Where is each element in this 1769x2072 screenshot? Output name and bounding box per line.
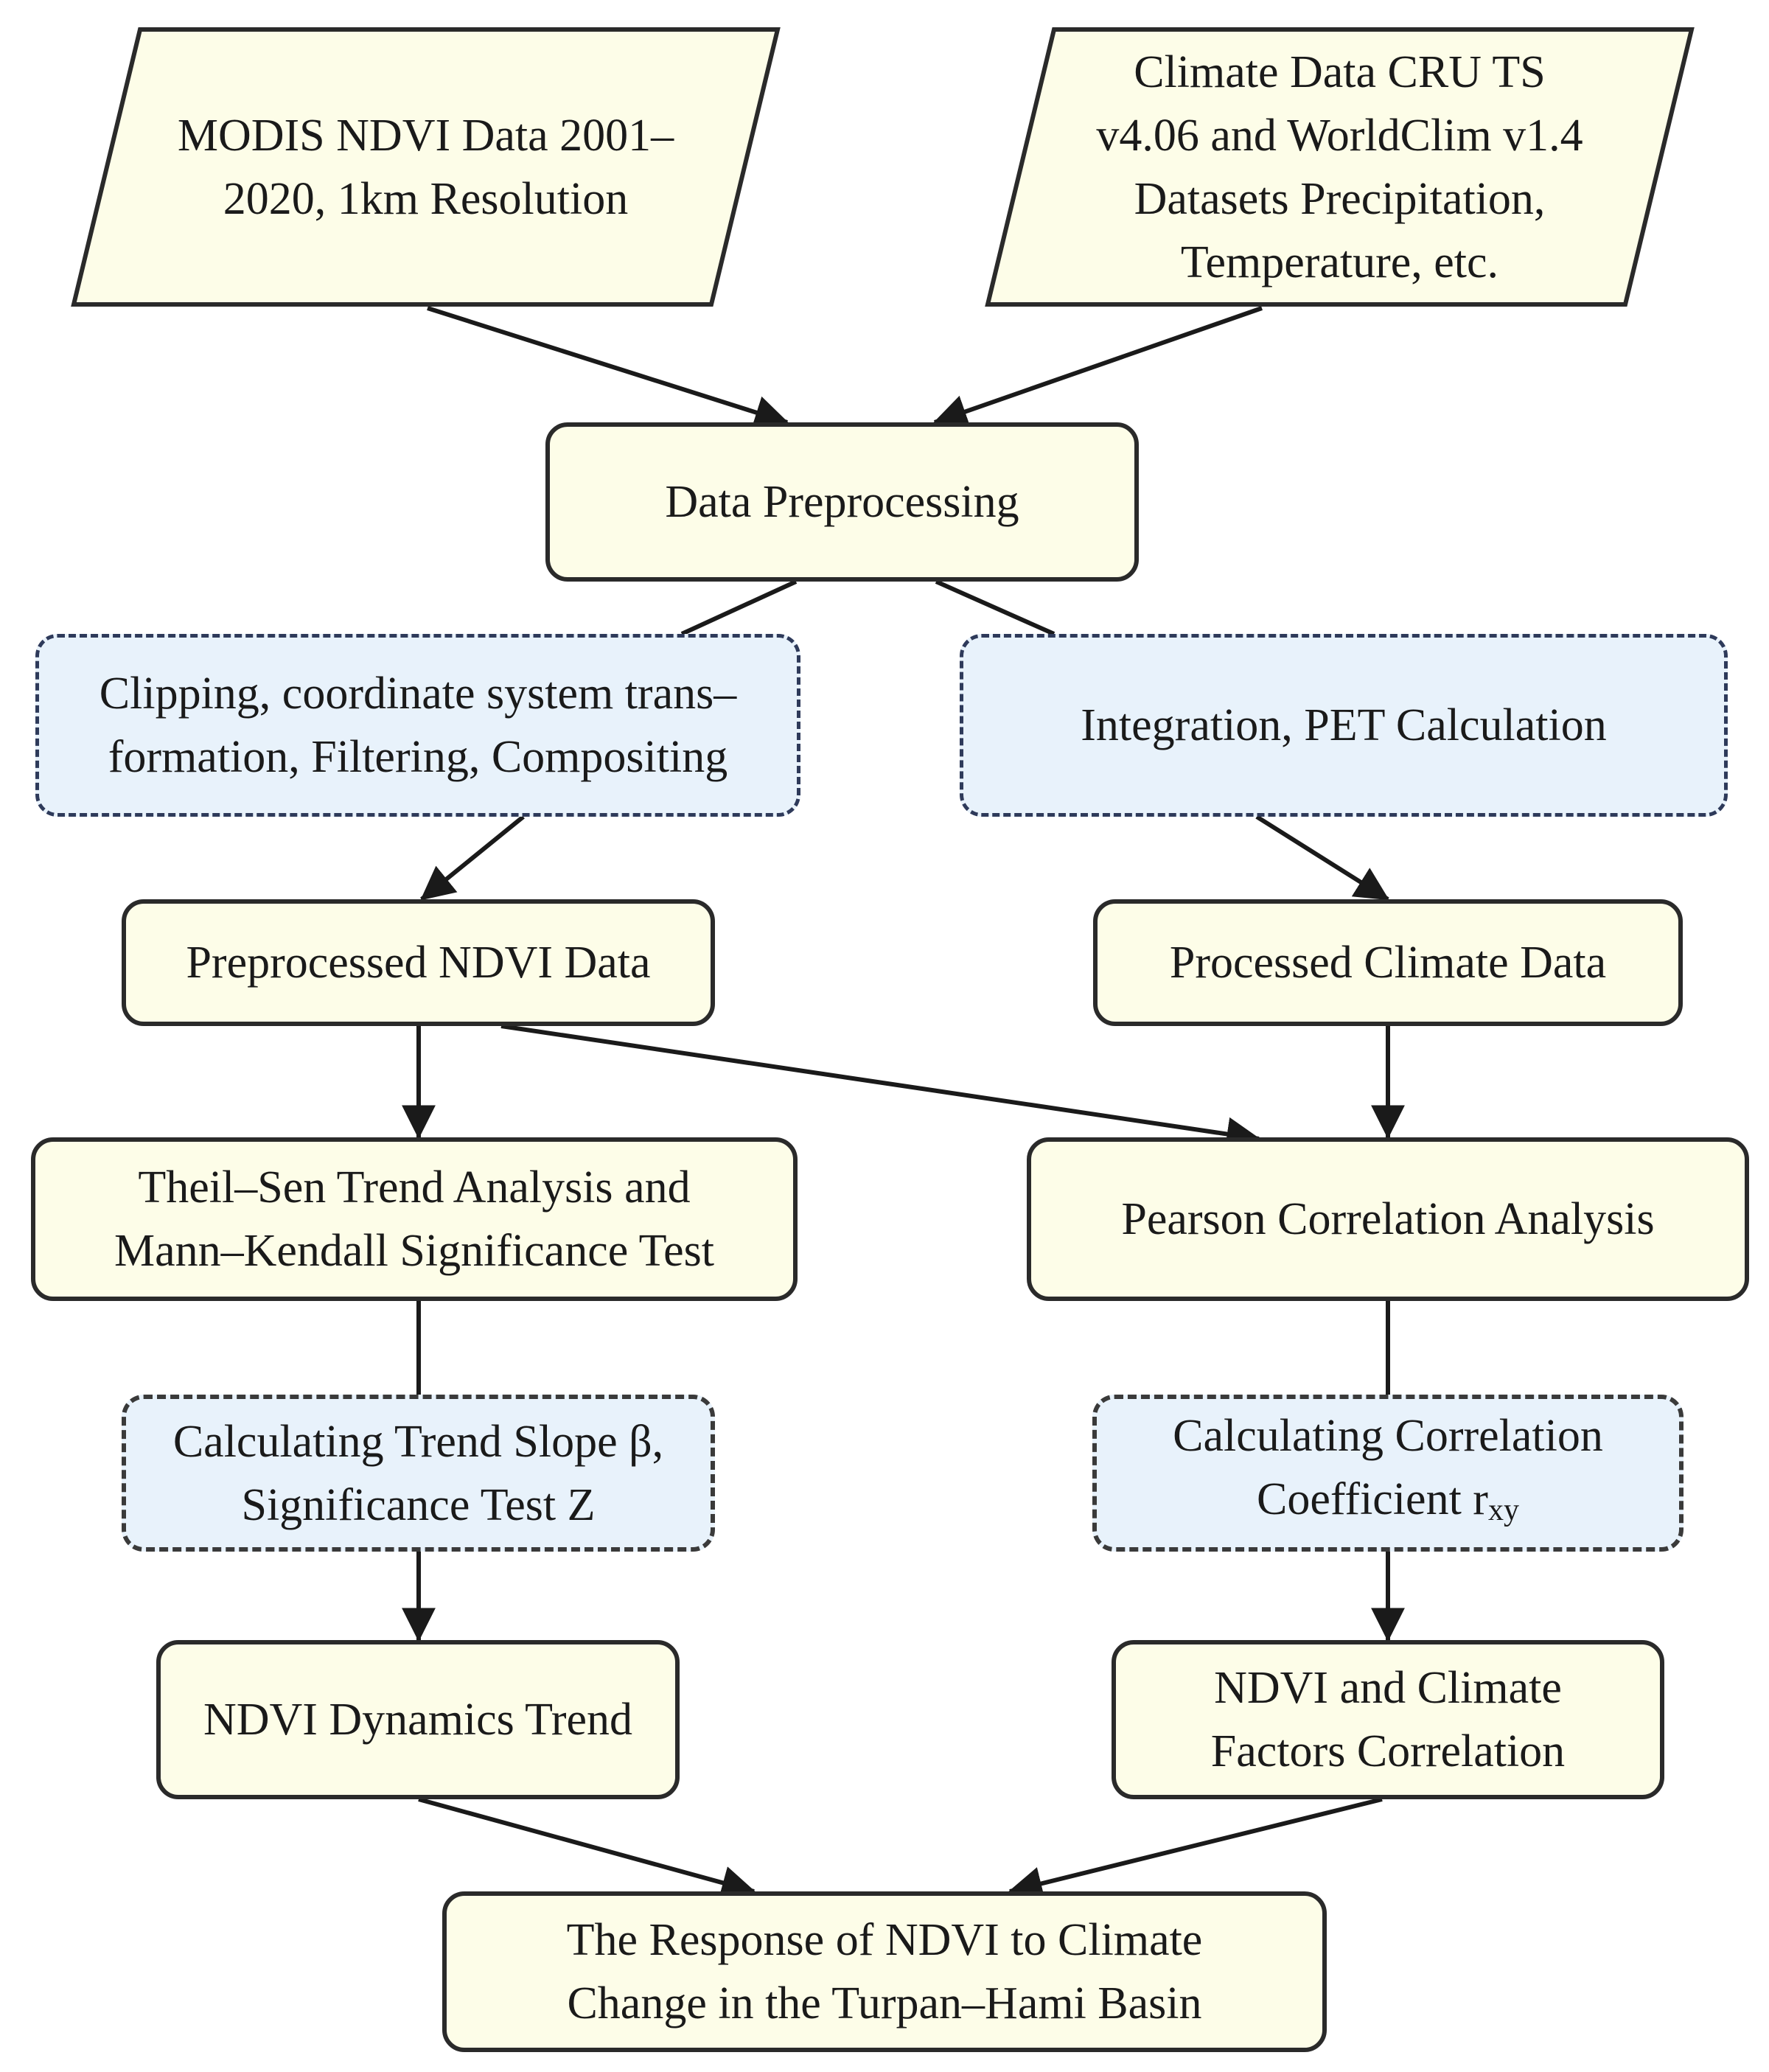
- edge-integ-to-pclim: [1255, 815, 1389, 901]
- node-pearson-correlation: Pearson Correlation Analysis: [1027, 1137, 1749, 1301]
- node-trend-slope-calculation: Calculating Trend Slope β, Significance …: [122, 1395, 715, 1552]
- node-label: Data Preprocessing: [665, 477, 1019, 527]
- node-label: Integration, PET Calculation: [1081, 700, 1607, 750]
- node-label: Preprocessed NDVI Data: [186, 938, 651, 988]
- node-label: NDVI Dynamics Trend: [203, 1695, 633, 1745]
- node-label: Theil–Sen Trend Analysis and Mann–Kendal…: [114, 1162, 715, 1276]
- node-label: Climate Data CRU TS v4.06 and WorldClim …: [1096, 46, 1583, 287]
- node-label: Processed Climate Data: [1169, 938, 1607, 988]
- node-theil-sen-analysis: Theil–Sen Trend Analysis and Mann–Kendal…: [31, 1137, 798, 1301]
- edge-prep-to-integ: [935, 579, 1056, 636]
- input-climate-data: Climate Data CRU TS v4.06 and WorldClim …: [984, 26, 1695, 308]
- node-data-preprocessing: Data Preprocessing: [545, 422, 1139, 582]
- edge-climate-to-prep: [932, 306, 1263, 428]
- edge-prep-to-clip: [680, 579, 798, 636]
- node-label: NDVI and Climate Factors Correlation: [1210, 1663, 1566, 1776]
- node-processed-climate-data: Processed Climate Data: [1093, 899, 1683, 1026]
- node-label: Pearson Correlation Analysis: [1121, 1194, 1655, 1244]
- coef-subscript: xy: [1487, 1493, 1519, 1527]
- edge-corr-to-resp: [1008, 1797, 1383, 1900]
- node-correlation-coefficient: Calculating Correlation Coefficient rxy: [1092, 1395, 1683, 1552]
- node-label: MODIS NDVI Data 2001– 2020, 1km Resoluti…: [177, 110, 674, 224]
- node-ndvi-climate-response: The Response of NDVI to Climate Change i…: [442, 1891, 1327, 2052]
- input-modis-ndvi-data: MODIS NDVI Data 2001– 2020, 1km Resoluti…: [70, 26, 781, 308]
- edge-modis-to-prep: [427, 306, 789, 429]
- coef-text: Calculating Correlation Coefficient r: [1173, 1411, 1603, 1524]
- edge-trend-to-resp: [418, 1797, 756, 1900]
- node-clipping-filtering: Clipping, coordinate system trans– forma…: [35, 634, 800, 817]
- node-label: Calculating Correlation Coefficient rxy: [1173, 1404, 1603, 1542]
- parallelogram-shape: [71, 27, 781, 307]
- node-label: Clipping, coordinate system trans– forma…: [99, 669, 737, 782]
- node-ndvi-climate-correlation: NDVI and Climate Factors Correlation: [1112, 1640, 1664, 1799]
- edge-clip-to-pndvi: [420, 815, 525, 901]
- edge-pndvi-to-pearson: [500, 1024, 1261, 1151]
- node-ndvi-dynamics-trend: NDVI Dynamics Trend: [156, 1640, 680, 1799]
- node-preprocessed-ndvi-data: Preprocessed NDVI Data: [122, 899, 715, 1026]
- node-integration-pet: Integration, PET Calculation: [960, 634, 1728, 817]
- node-label: The Response of NDVI to Climate Change i…: [566, 1915, 1203, 2029]
- node-label: Calculating Trend Slope β, Significance …: [172, 1416, 664, 1530]
- parallelogram-shape: [985, 27, 1695, 307]
